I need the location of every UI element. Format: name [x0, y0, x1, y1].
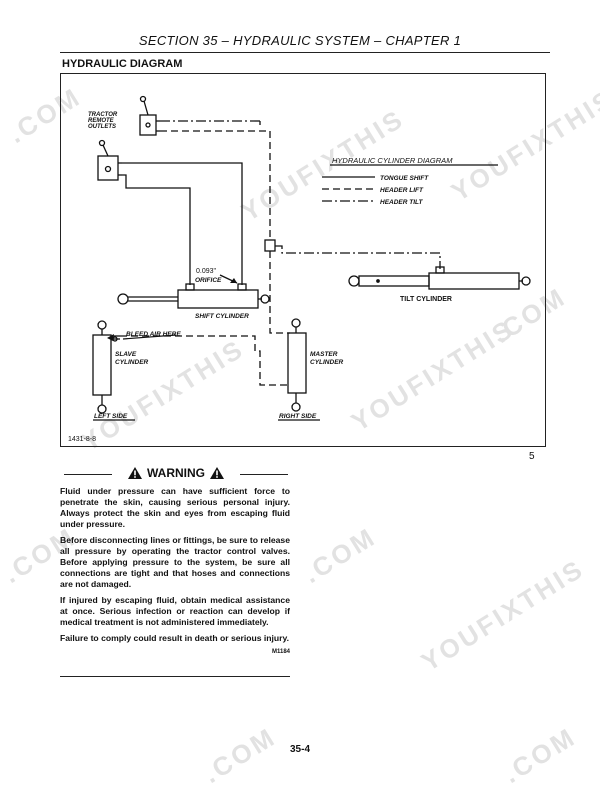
lower-valve-body: [97, 155, 119, 181]
tee-fitting: [264, 239, 276, 252]
warning-title: WARNING: [116, 466, 236, 480]
left-side-label: LEFT SIDE: [94, 413, 128, 420]
section-title: HYDRAULIC DIAGRAM: [62, 58, 183, 70]
warning-body: Fluid under pressure can have sufficient…: [60, 486, 290, 655]
warning-rule: [240, 474, 288, 475]
warning-title-text: WARNING: [147, 466, 205, 480]
warning-triangle-icon: [210, 467, 224, 479]
slave-cylinder-label: CYLINDER: [115, 359, 149, 366]
watermark: .COM: [497, 721, 582, 789]
right-side-label: RIGHT SIDE: [279, 413, 317, 420]
legend-item-tongue-shift: TONGUE SHIFT: [380, 175, 429, 182]
page-number: 35-4: [289, 744, 310, 755]
hydraulic-diagram: TRACTOR REMOTE OUTLETS HYDRAULIC CYLINDE…: [68, 95, 531, 443]
warning-paragraph: Fluid under pressure can have sufficient…: [60, 486, 290, 529]
master-cylinder-label: MASTER: [310, 351, 338, 358]
shift-cylinder-label: SHIFT CYLINDER: [195, 313, 249, 320]
figure-number: 5: [529, 451, 535, 462]
tilt-cylinder-body: [428, 272, 520, 290]
warning-paragraph: Before disconnecting lines or fittings, …: [60, 535, 290, 589]
watermark: .COM: [297, 521, 382, 589]
warning-header: WARNING: [60, 464, 290, 484]
figure-frame: [60, 73, 546, 447]
warning-code: M1184: [271, 649, 290, 655]
watermark: .COM: [197, 721, 282, 789]
warning-bottom-rule: [60, 676, 290, 677]
page-header: SECTION 35 – HYDRAULIC SYSTEM – CHAPTER …: [138, 33, 462, 48]
tractor-outlets-label: REMOTE: [88, 118, 115, 124]
warning-rule: [64, 474, 112, 475]
tilt-cylinder-rod: [358, 275, 430, 287]
master-cylinder-body: [287, 332, 307, 394]
slave-cylinder-body: [92, 334, 112, 396]
header-rule: [60, 52, 550, 53]
warning-triangle-icon: [128, 467, 142, 479]
shift-cylinder-body: [177, 289, 259, 309]
legend-title: HYDRAULIC CYLINDER DIAGRAM: [332, 156, 453, 165]
legend-item-header-tilt: HEADER TILT: [380, 199, 424, 206]
tilt-cylinder-label: TILT CYLINDER: [400, 296, 452, 303]
warning-paragraph: Failure to comply could result in death …: [60, 633, 290, 643]
warning-paragraph: If injured by escaping fluid, obtain med…: [60, 595, 290, 627]
slave-cylinder-label: SLAVE: [115, 351, 137, 358]
legend-item-header-lift: HEADER LIFT: [380, 187, 424, 194]
figure-code: 1431-8-8: [68, 436, 96, 443]
warning-box: WARNING Fluid under pressure can have su…: [60, 464, 290, 655]
tractor-outlets-label: OUTLETS: [88, 124, 116, 130]
upper-valve-body: [139, 114, 157, 136]
bleed-air-label: BLEED AIR HERE: [126, 331, 181, 338]
tractor-outlets-label: TRACTOR: [88, 112, 118, 118]
orifice-label: ORIFICE: [195, 277, 222, 284]
master-cylinder-label: CYLINDER: [310, 359, 344, 366]
orifice-value: 0.093": [196, 268, 217, 275]
watermark: YOUFIXTHIS: [415, 553, 590, 678]
